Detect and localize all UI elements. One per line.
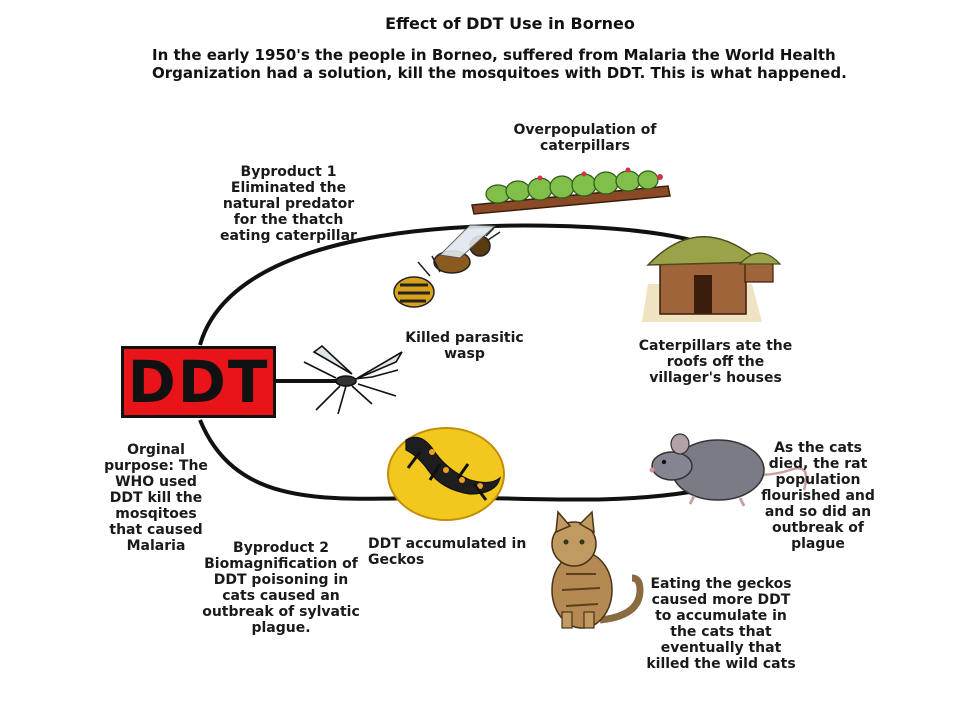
label-byproduct-1: Byproduct 1 Eliminated the natural preda… [220,164,357,244]
label-cats-died: Eating the geckos caused more DDT to acc… [646,576,796,672]
intro-text: In the early 1950's the people in Borneo… [152,46,847,82]
ddt-label: DDT [127,348,270,416]
wasp-illustration [393,224,501,308]
gecko-illustration [387,427,505,521]
ddt-box: DDT [121,346,276,418]
mosquito-illustration [303,344,403,415]
label-caterpillars-ate-roofs: Caterpillars ate the roofs off the villa… [638,338,793,386]
cat-illustration [551,510,644,629]
caterpillar-illustration [471,167,671,215]
label-rat-plague: As the cats died, the rat population flo… [761,440,875,552]
label-ddt-geckos: DDT accumulated in Geckos [368,536,527,568]
label-overpopulation-caterpillars: Overpopulation of caterpillars [513,122,657,154]
label-original-purpose: Orginal purpose: The WHO used DDT kill t… [104,442,208,554]
rat-illustration [649,433,808,507]
hut-illustration [642,236,782,322]
label-killed-wasp: Killed parasitic wasp [405,330,524,362]
page-title: Effect of DDT Use in Borneo [385,14,635,33]
label-byproduct-2: Byproduct 2 Biomagnification of DDT pois… [202,540,360,636]
